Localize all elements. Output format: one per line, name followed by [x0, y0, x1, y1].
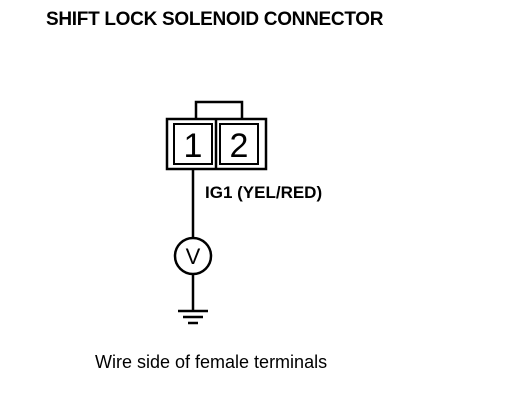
diagram-caption: Wire side of female terminals — [95, 352, 328, 372]
pin-cell-1 — [173, 123, 213, 165]
pin-number-2: 2 — [230, 127, 249, 165]
ground-icon — [178, 309, 208, 325]
diagram-title: SHIFT LOCK SOLENOID CONNECTOR — [46, 9, 384, 30]
pin-number-1: 1 — [184, 127, 203, 165]
voltmeter-icon: V — [173, 236, 213, 276]
wire-label: IG1 (YEL/RED) — [205, 183, 322, 202]
pin-cell-2 — [219, 123, 259, 165]
voltmeter-symbol: V — [186, 244, 201, 269]
connector-lock-tab — [194, 100, 244, 119]
